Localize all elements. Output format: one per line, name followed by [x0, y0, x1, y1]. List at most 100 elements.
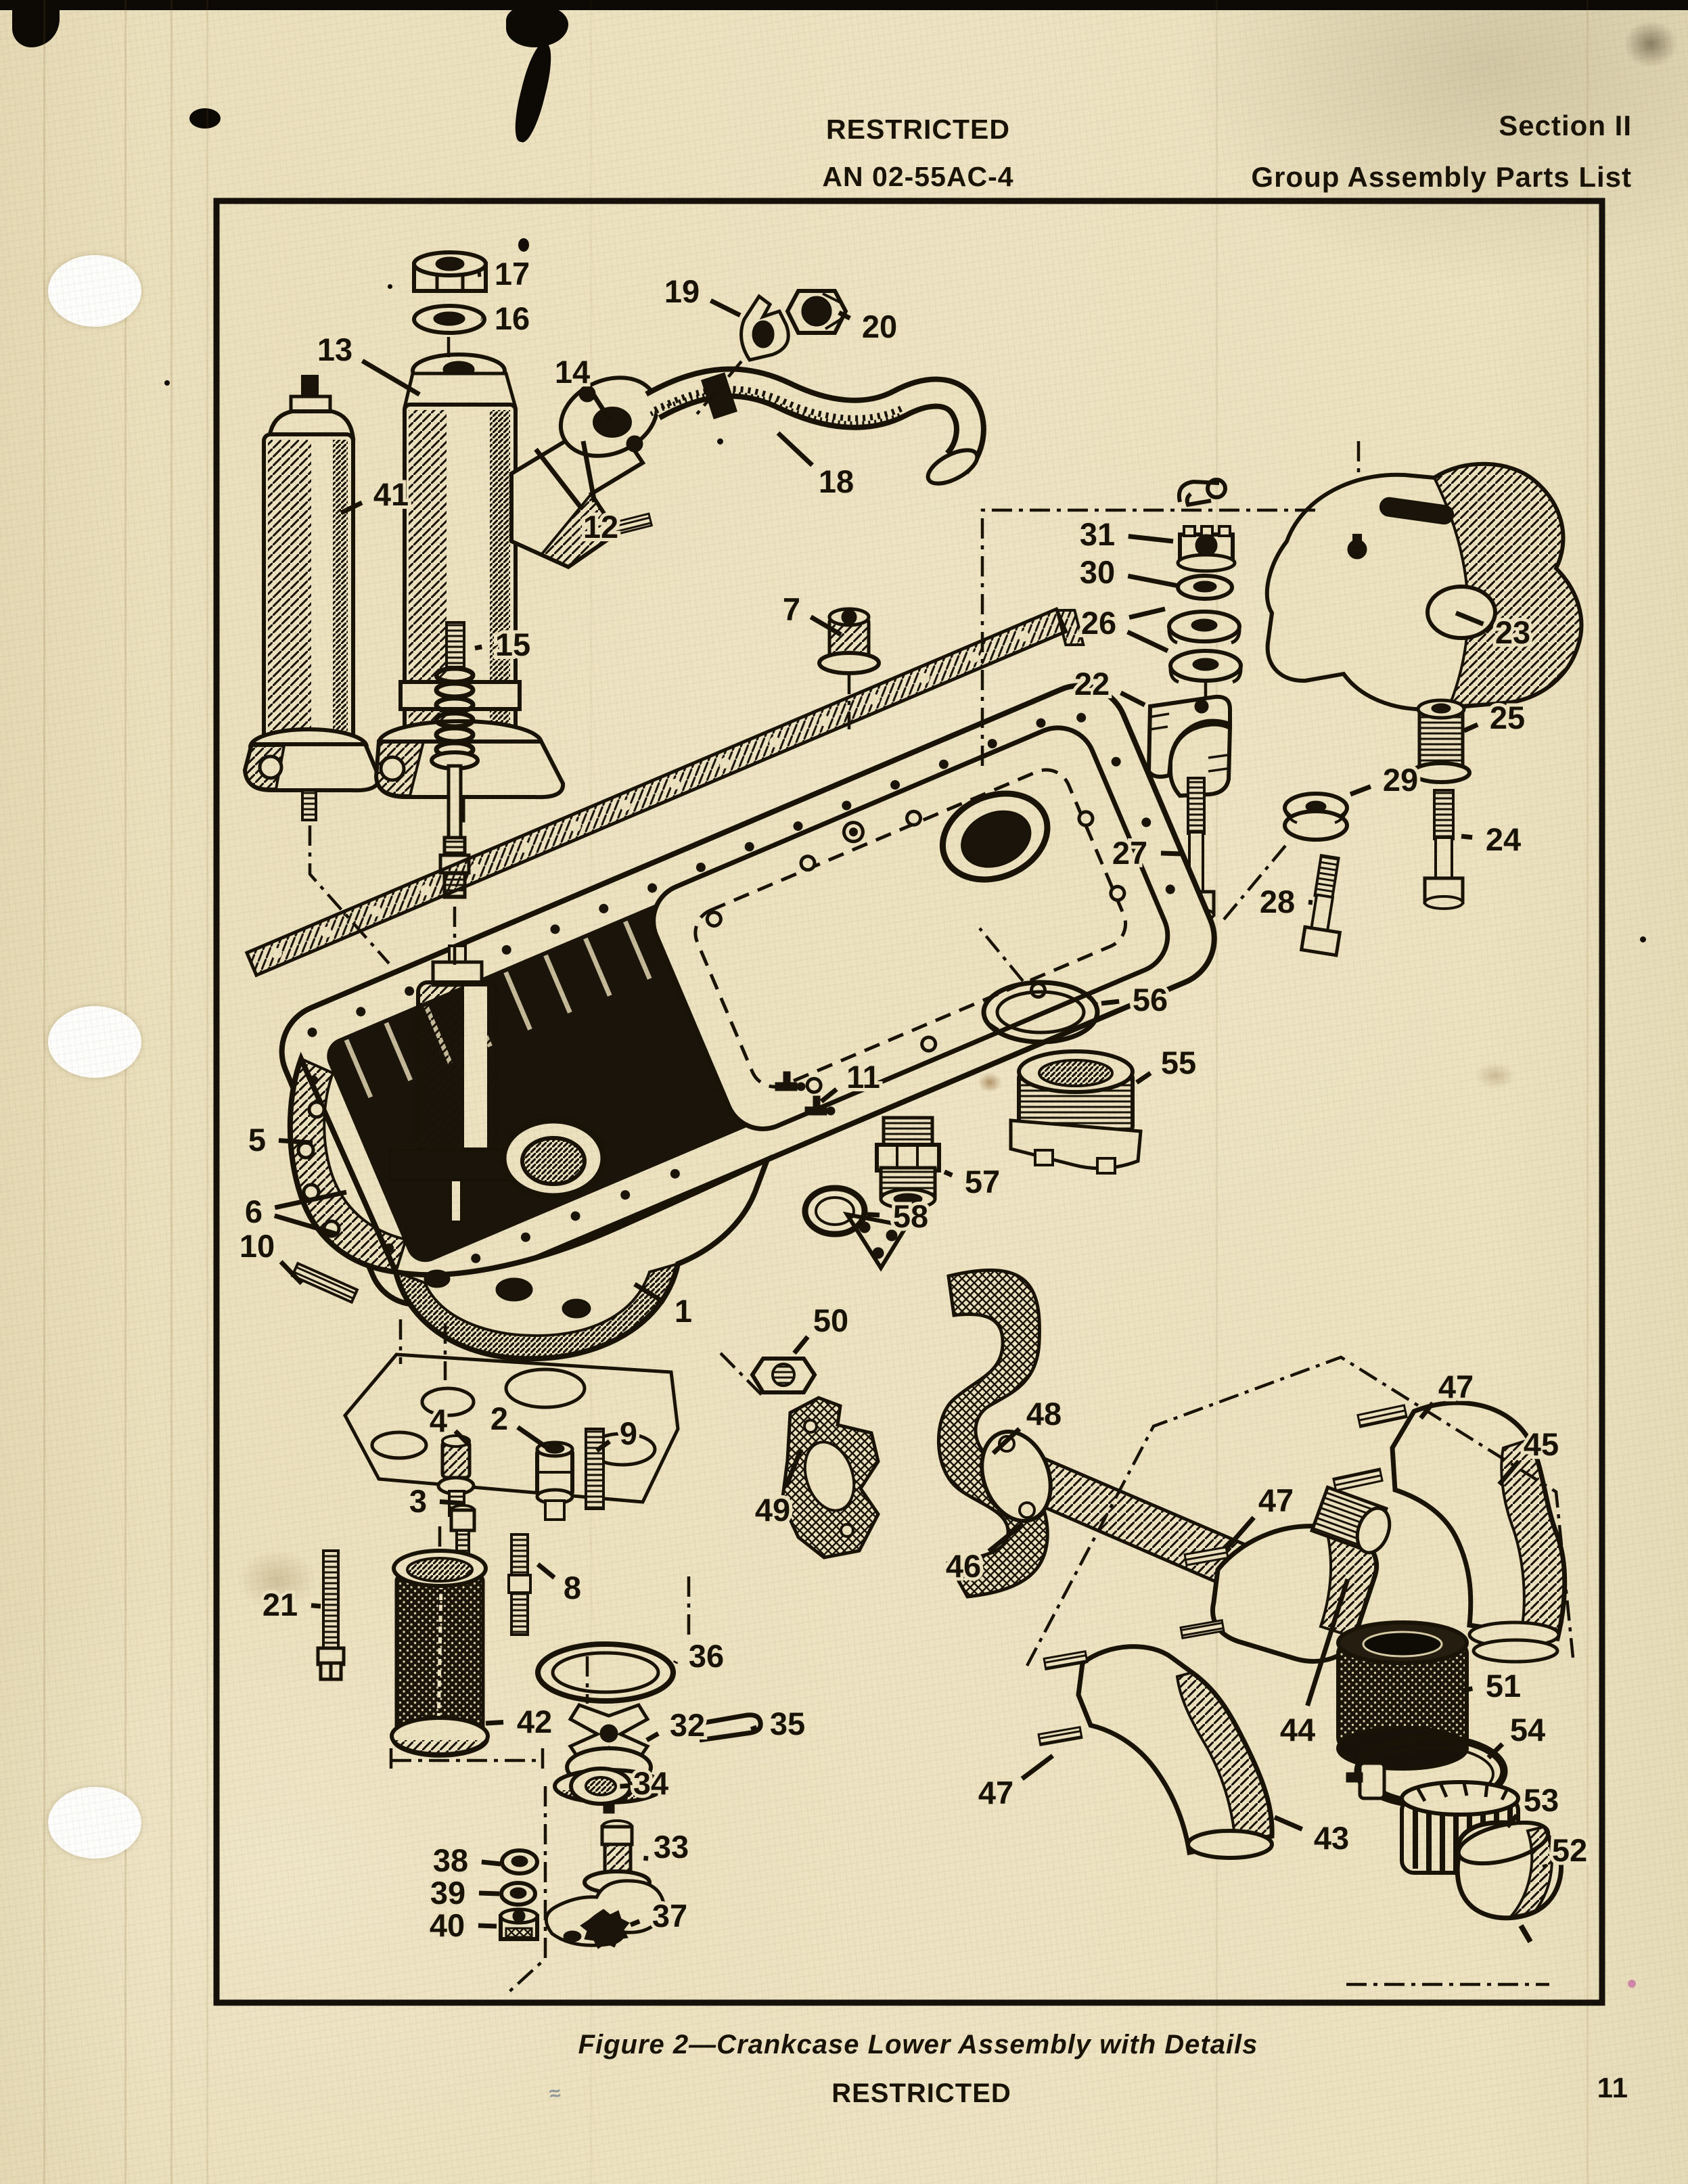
callout-25: 25 [1490, 700, 1525, 735]
paper-crease [170, 0, 173, 2184]
callout-49: 49 [755, 1492, 790, 1528]
gasket-ring-56 [981, 980, 1100, 1045]
leader-line-25 [1463, 722, 1479, 733]
leader-line-50 [792, 1335, 810, 1355]
callout-2: 2 [491, 1401, 508, 1436]
leader-line-26 [1126, 629, 1169, 654]
leader-line-15 [474, 644, 482, 651]
callout-43: 43 [1314, 1820, 1349, 1856]
leader-line-45 [1497, 1459, 1521, 1486]
leader-line-27 [1160, 850, 1182, 857]
leader-line-18 [776, 431, 814, 468]
nut-50 [750, 1357, 817, 1394]
leader-line-55 [1135, 1071, 1152, 1085]
leader-line-13 [361, 359, 421, 397]
page-number: 11 [1597, 2072, 1628, 2103]
stud-10 [290, 1261, 359, 1304]
callout-40: 40 [430, 1907, 465, 1943]
castle-nut-31 [1176, 525, 1237, 573]
callout-4: 4 [430, 1403, 447, 1438]
callout-47: 47 [1438, 1369, 1474, 1405]
pan-cover-plate [651, 725, 1170, 1131]
stud-47 [1183, 1546, 1229, 1566]
leader-line-12 [534, 447, 583, 509]
callout-47: 47 [1258, 1482, 1294, 1518]
pulley-washers-26 [1167, 610, 1243, 684]
leader-line-37 [629, 1919, 641, 1928]
leader-line-53 [1505, 1813, 1519, 1829]
sump-relief-valve [388, 945, 526, 1223]
callout-51: 51 [1486, 1668, 1521, 1704]
cotter-pin [1177, 478, 1227, 507]
leader-line-34 [620, 1783, 633, 1789]
callout-10: 10 [239, 1228, 275, 1264]
callout-28: 28 [1260, 884, 1295, 919]
callout-53: 53 [1524, 1782, 1559, 1818]
elbow-pipe-45 [1332, 1400, 1568, 1664]
ink-speck [518, 238, 529, 252]
leader-line-12 [580, 440, 597, 503]
oil-pump-assembly-13 [373, 352, 654, 823]
nut-20 [785, 289, 848, 335]
gasket-ring-36 [535, 1641, 676, 1704]
leader-line-26 [1128, 606, 1166, 620]
stud-47 [1037, 1726, 1083, 1746]
ink-speck [164, 380, 170, 386]
callout-35: 35 [770, 1706, 805, 1742]
support-block-22 [1146, 694, 1233, 798]
leader-line-9 [595, 1439, 612, 1453]
grommet-29 [1283, 792, 1349, 842]
leader-line-19 [709, 298, 742, 318]
washer-38 [500, 1848, 539, 1875]
leader-line-3 [439, 1499, 465, 1506]
callout-27: 27 [1112, 835, 1147, 871]
leader-line-5 [278, 1138, 313, 1145]
gasket-49 [780, 1396, 880, 1560]
callout-54: 54 [1510, 1712, 1545, 1748]
callout-31: 31 [1080, 516, 1115, 552]
leader-line-43 [1273, 1815, 1304, 1832]
leader-line-58 [867, 1212, 880, 1218]
callout-23: 23 [1495, 614, 1530, 650]
leader-line-44 [1305, 1578, 1350, 1707]
pan-sump [287, 1051, 910, 1362]
callout-34: 34 [633, 1765, 668, 1801]
paper-crease [1216, 0, 1218, 2184]
callout-44: 44 [1280, 1712, 1315, 1748]
callout-48: 48 [1026, 1396, 1062, 1432]
callout-17: 17 [495, 256, 530, 292]
callout-layer: 1716131920141812411573130262223252924282… [236, 252, 1591, 1947]
leader-line-29 [1349, 784, 1372, 797]
callout-1: 1 [675, 1293, 692, 1329]
callout-29: 29 [1383, 762, 1418, 798]
leader-line-22 [1119, 690, 1146, 708]
stud-8 [507, 1533, 532, 1636]
header-doc-number: AN 02-55AC-4 [822, 161, 1014, 192]
callout-19: 19 [664, 273, 700, 309]
bolt-24 [1423, 789, 1465, 910]
callout-56: 56 [1133, 982, 1168, 1018]
lock-plate-37 [544, 1879, 666, 1949]
leader-line-6 [273, 1213, 338, 1237]
ink-speck [388, 284, 392, 289]
nut-40 [499, 1907, 539, 1941]
drain-cocks-11 [775, 1071, 836, 1116]
scan-blob [506, 5, 568, 47]
callout-39: 39 [430, 1875, 465, 1911]
callout-11: 11 [846, 1059, 880, 1095]
callout-47: 47 [978, 1775, 1013, 1811]
figure-caption: Figure 2—Crankcase Lower Assembly with D… [578, 2030, 1258, 2060]
callout-16: 16 [495, 300, 530, 336]
callout-50: 50 [813, 1302, 848, 1338]
callout-3: 3 [409, 1483, 427, 1519]
washer-30 [1176, 574, 1234, 601]
leader-line-36 [672, 1660, 679, 1664]
pan-gasket-rail [244, 606, 1085, 978]
callout-45: 45 [1524, 1426, 1559, 1462]
clip-19 [739, 294, 790, 362]
punch-hole [48, 1006, 141, 1078]
leader-line-38 [481, 1859, 501, 1867]
leader-line-6 [274, 1189, 347, 1210]
